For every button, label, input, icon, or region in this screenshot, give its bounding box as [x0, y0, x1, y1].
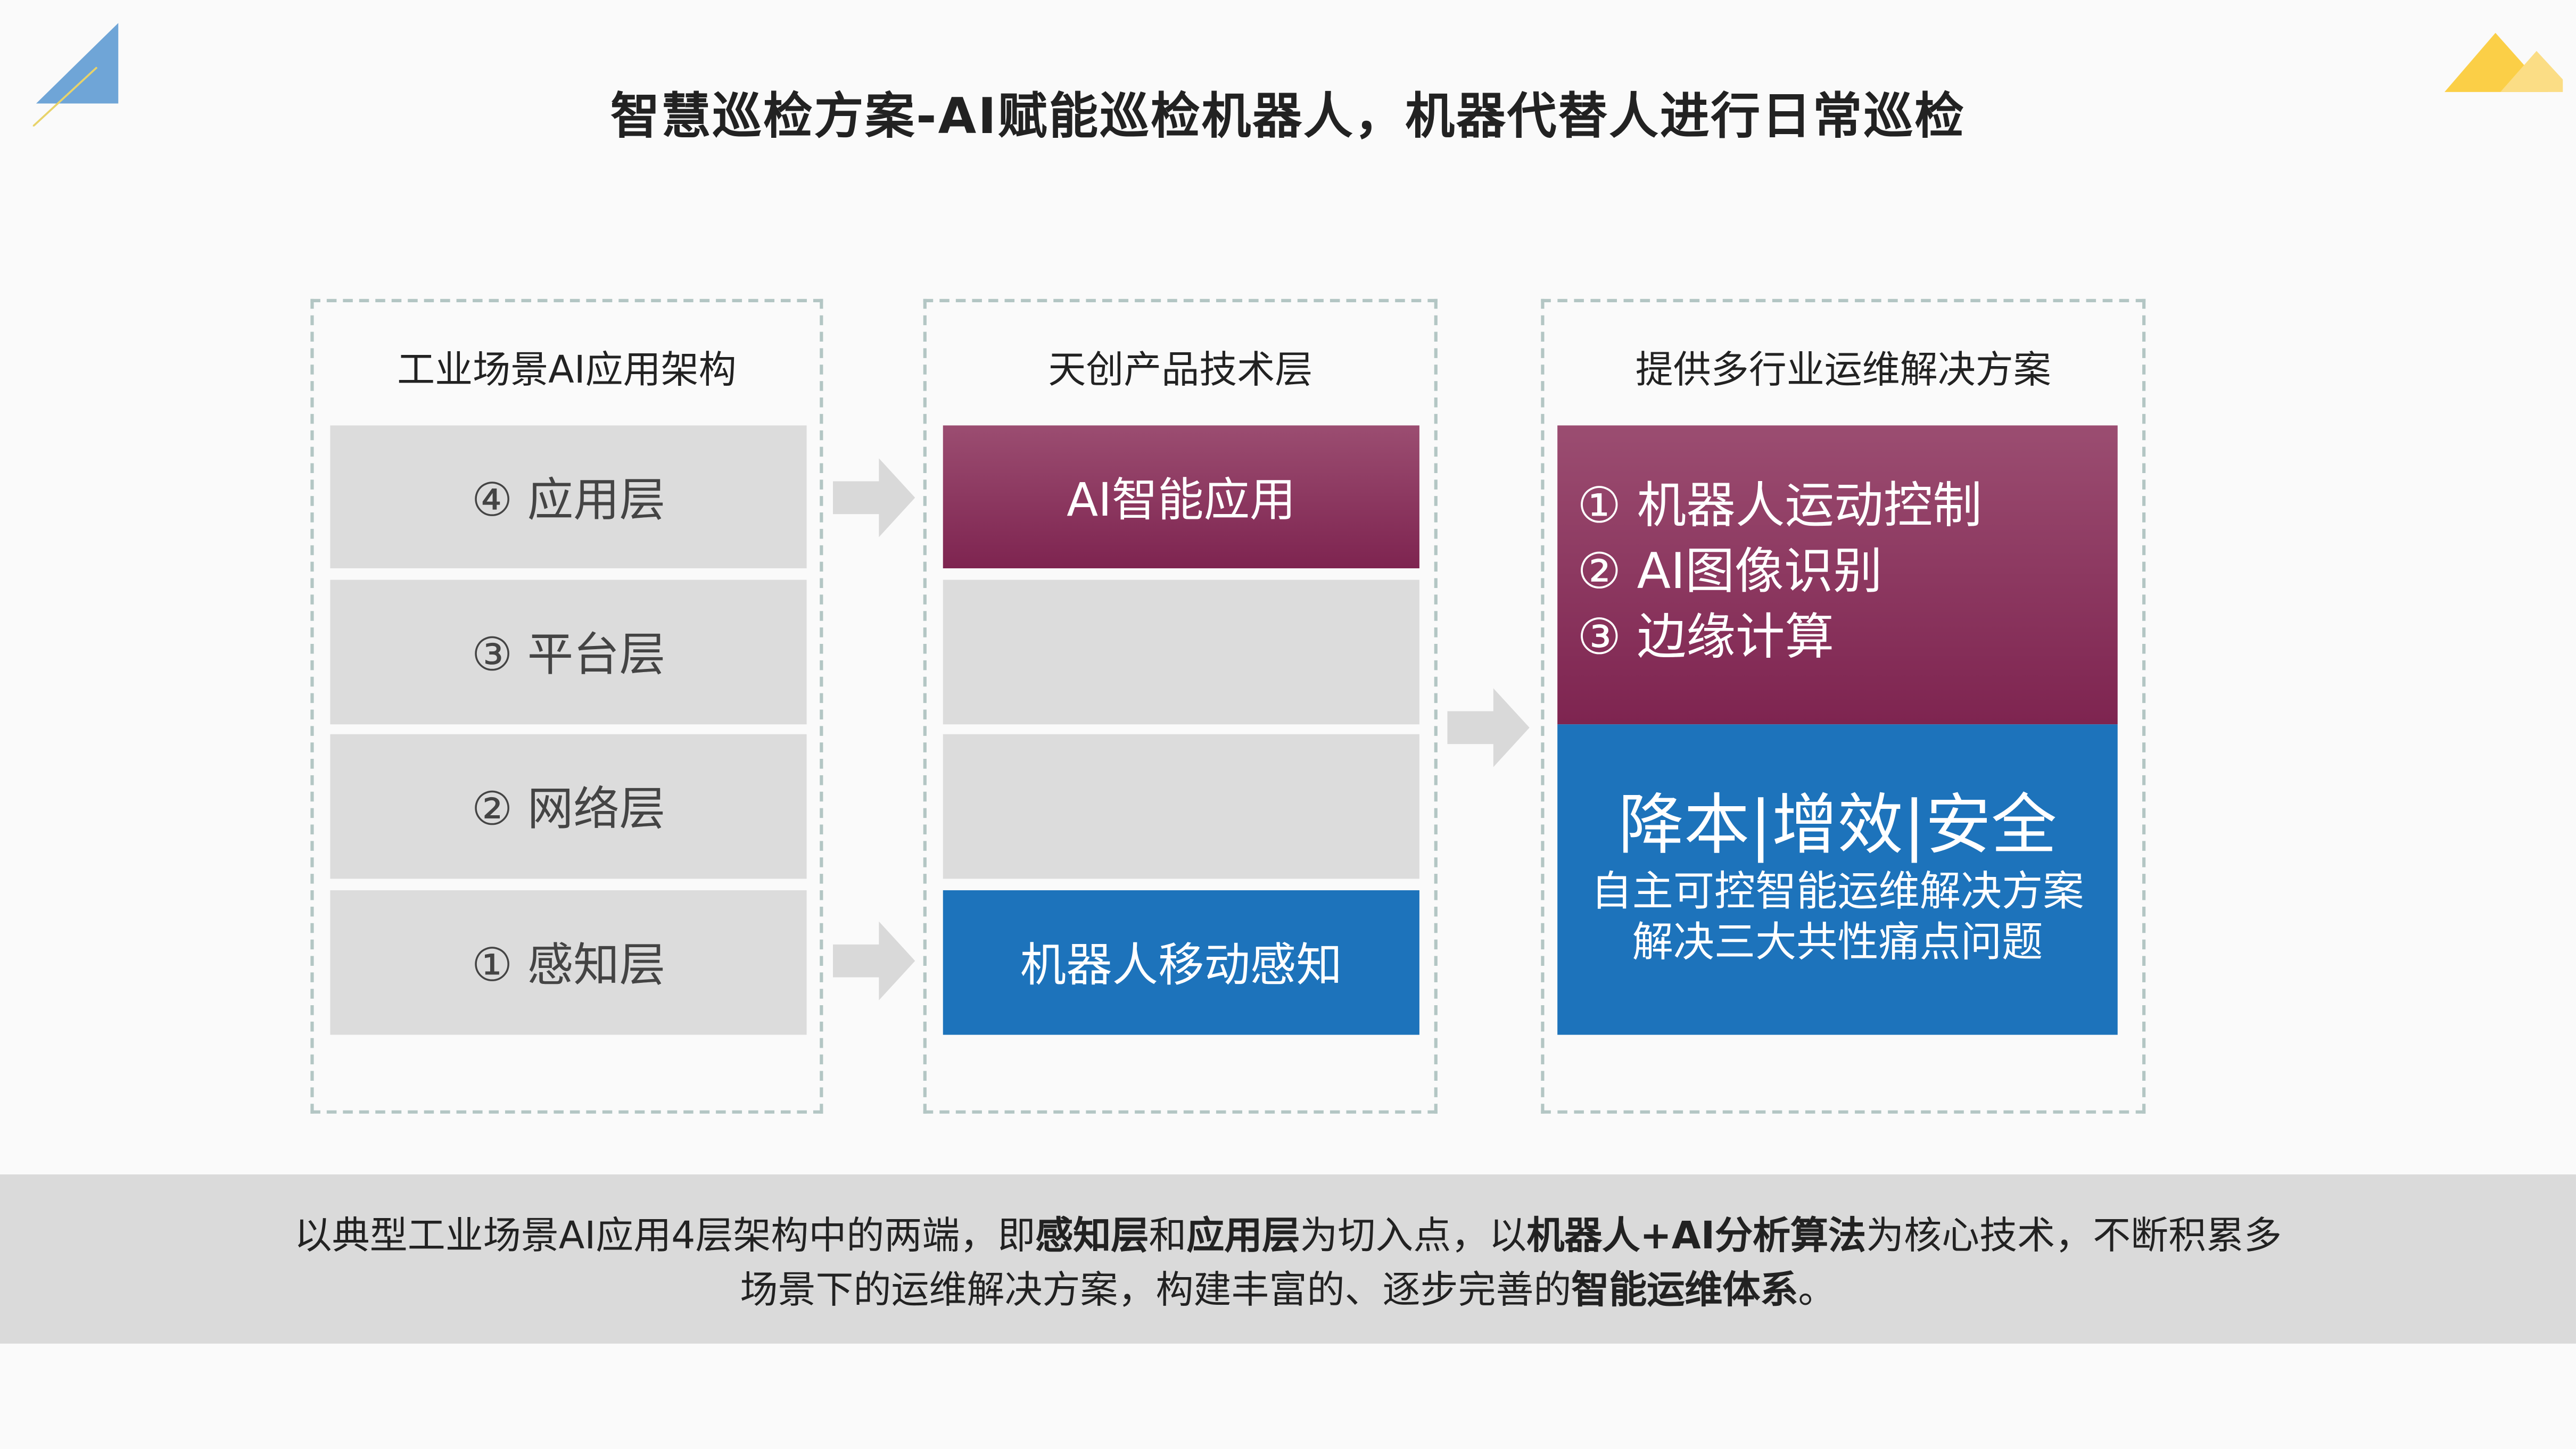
- robot-perception-block: 机器人移动感知: [943, 890, 1419, 1035]
- value-line: 自主可控智能运维解决方案: [1591, 867, 2084, 915]
- text: 。: [1798, 1270, 1836, 1313]
- value-block: 降本|增效|安全 自主可控智能运维解决方案 解决三大共性痛点问题: [1557, 724, 2118, 1035]
- text: 为切入点，以: [1300, 1215, 1527, 1258]
- summary-line-1: 以典型工业场景AI应用4层架构中的两端，即感知层和应用层为切入点，以机器人+AI…: [0, 1211, 2576, 1265]
- ai-application-block: AI智能应用: [943, 425, 1419, 568]
- layer-perception: ① 感知层: [330, 890, 807, 1035]
- column-header: 提供多行业运维解决方案: [1635, 350, 2051, 393]
- highlight: 应用层: [1186, 1215, 1300, 1258]
- highlight: 智能运维体系: [1571, 1270, 1798, 1313]
- text: 和: [1149, 1215, 1187, 1258]
- arrow-right-icon: [832, 921, 915, 1000]
- corner-triangle-logo: [32, 23, 119, 127]
- empty-block: [943, 579, 1419, 725]
- summary-band: 以典型工业场景AI应用4层架构中的两端，即感知层和应用层为切入点，以机器人+AI…: [0, 1174, 2576, 1344]
- layer-platform: ③ 平台层: [330, 579, 807, 725]
- column-header: 工业场景AI应用架构: [397, 350, 737, 393]
- value-title: 降本|增效|安全: [1618, 788, 2057, 864]
- feature-item: ① 机器人运动控制: [1577, 478, 1982, 536]
- empty-block: [943, 734, 1419, 879]
- feature-item: ② AI图像识别: [1577, 543, 1883, 601]
- arrow-right-icon: [1447, 688, 1530, 767]
- text: 为核心技术，不断积累多: [1866, 1215, 2282, 1258]
- page-title: 智慧巡检方案-AI赋能巡检机器人，机器代替人进行日常巡检: [610, 88, 1966, 146]
- mountain-decoration-icon: [2445, 32, 2563, 92]
- solutions-column: 提供多行业运维解决方案: [1541, 299, 2146, 1114]
- column-header: 天创产品技术层: [1048, 350, 1313, 393]
- text: 场景下的运维解决方案，构建丰富的、逐步完善的: [740, 1270, 1572, 1313]
- features-block: ① 机器人运动控制 ② AI图像识别 ③ 边缘计算: [1557, 425, 2118, 725]
- highlight: 感知层: [1035, 1215, 1149, 1258]
- summary-line-2: 场景下的运维解决方案，构建丰富的、逐步完善的智能运维体系。: [0, 1265, 2576, 1319]
- architecture-column: 工业场景AI应用架构: [310, 299, 823, 1114]
- arrow-right-icon: [832, 458, 915, 537]
- product-tech-column: 天创产品技术层: [923, 299, 1438, 1114]
- layer-network: ② 网络层: [330, 734, 807, 879]
- value-line: 解决三大共性痛点问题: [1632, 918, 2043, 966]
- feature-item: ③ 边缘计算: [1577, 609, 1835, 667]
- text: 以典型工业场景AI应用4层架构中的两端，即: [294, 1215, 1036, 1258]
- highlight: 机器人+AI分析算法: [1526, 1215, 1867, 1258]
- layer-application: ④ 应用层: [330, 425, 807, 568]
